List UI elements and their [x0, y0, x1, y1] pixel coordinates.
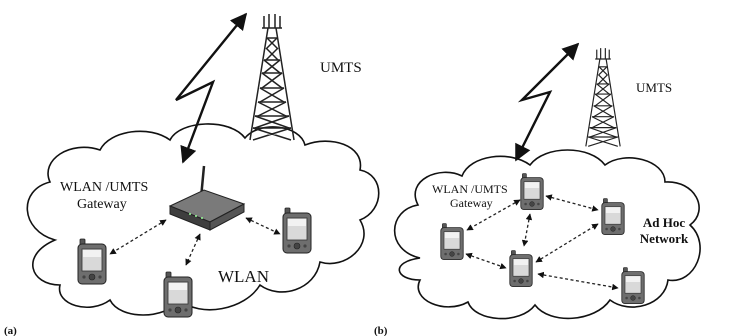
- pda-device-icon: [601, 198, 625, 236]
- wireless-router-icon: [168, 165, 246, 231]
- link-adhoc: [465, 252, 507, 270]
- ad-hoc-label-2: Network: [640, 231, 689, 246]
- umts-label-b: UMTS: [636, 80, 672, 95]
- pda-device-icon: [509, 250, 533, 288]
- ad-hoc-label-1: Ad Hoc: [643, 215, 685, 230]
- pda-device-icon: [282, 207, 312, 254]
- panel-b-label: (b): [374, 325, 388, 336]
- link-adhoc: [466, 199, 521, 231]
- wireless-link-icon-b: [514, 42, 580, 162]
- link-router-pda-right: [245, 217, 281, 235]
- pda-device-icon: [163, 271, 193, 318]
- link-adhoc: [537, 271, 619, 291]
- pda-device-icon: [77, 238, 107, 285]
- link-router-pda-bottom: [185, 233, 201, 266]
- pda-device-icon: [440, 223, 464, 261]
- umts-tower-b: [585, 47, 621, 147]
- pda-device-icon: [621, 267, 645, 305]
- gateway-label-b-1: WLAN /UMTS: [432, 182, 508, 196]
- gateway-label-a-2: Gateway: [77, 197, 127, 212]
- gateway-label-a-1: WLAN /UMTS: [60, 180, 148, 195]
- link-adhoc: [545, 194, 599, 212]
- panel-a-label: (a): [4, 325, 17, 336]
- wireless-link-icon-a: [175, 12, 248, 164]
- link-adhoc: [535, 223, 599, 263]
- gateway-label-b-2: Gateway: [450, 196, 493, 210]
- umts-label-a: UMTS: [320, 60, 362, 76]
- pda-device-icon: [520, 173, 544, 211]
- wlan-label: WLAN: [218, 267, 269, 286]
- umts-tower-a: [249, 13, 295, 141]
